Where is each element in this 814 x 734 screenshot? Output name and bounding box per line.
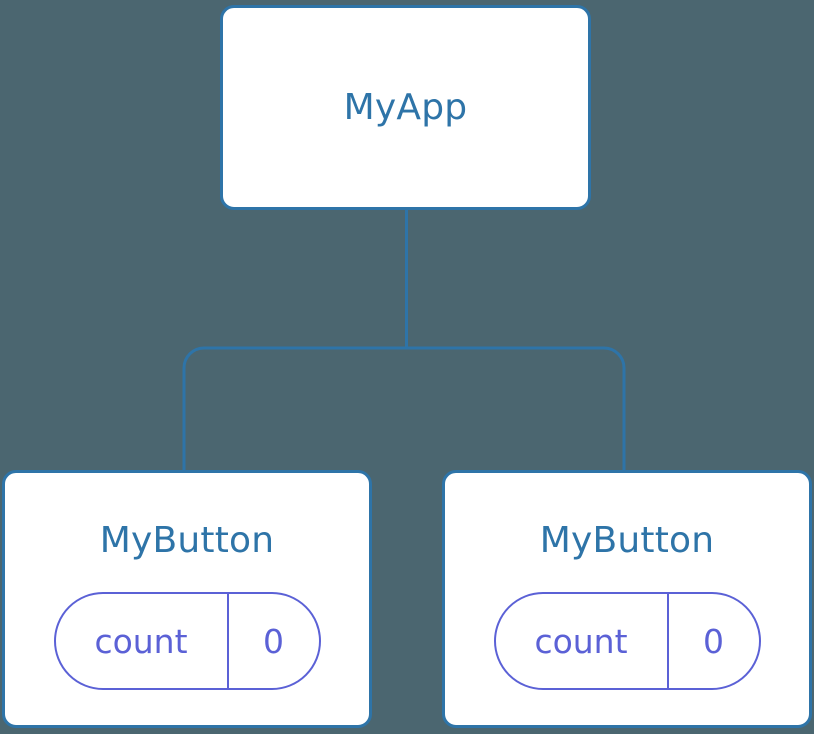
node-title: MyApp xyxy=(343,86,468,128)
node-title: MyButton xyxy=(99,520,275,561)
state-key-label: count xyxy=(56,594,229,688)
node-myapp[interactable]: MyApp xyxy=(220,5,591,210)
edge-bus-to-left-child xyxy=(182,346,407,470)
node-mybutton-1[interactable]: MyButton count 0 xyxy=(2,470,372,728)
state-pill[interactable]: count 0 xyxy=(53,592,321,690)
node-mybutton-2[interactable]: MyButton count 0 xyxy=(442,470,812,728)
node-title: MyButton xyxy=(539,520,715,561)
state-value: 0 xyxy=(703,621,724,661)
state-pill[interactable]: count 0 xyxy=(493,592,761,690)
state-value: 0 xyxy=(263,621,284,661)
state-key-label: count xyxy=(496,594,669,688)
edge-bus-to-right-child xyxy=(406,346,626,470)
